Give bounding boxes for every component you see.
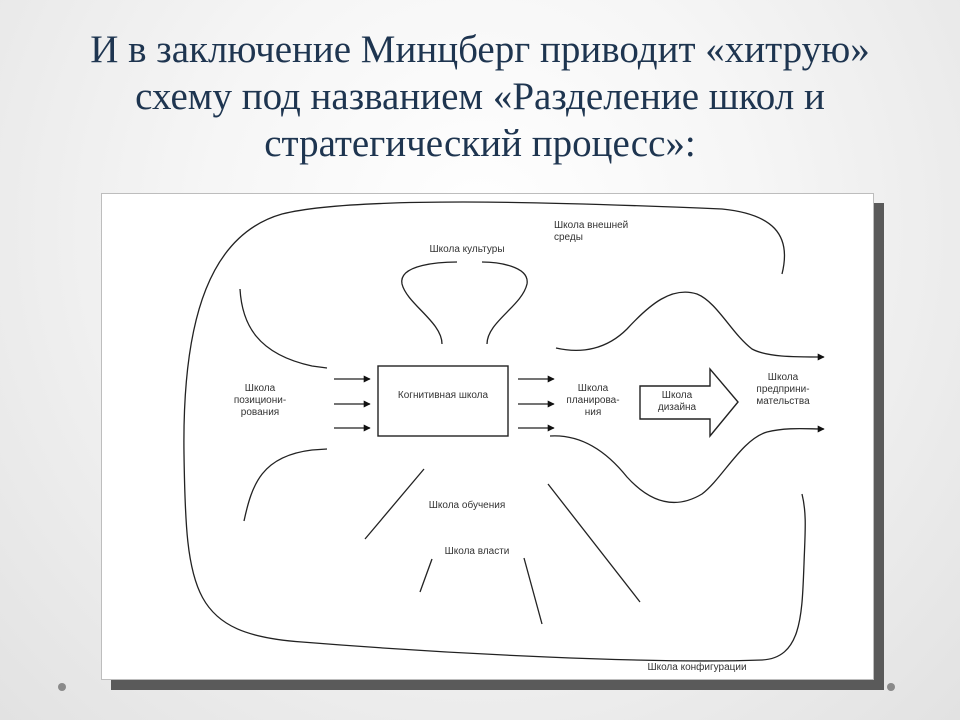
label-culture-school: Школа культуры xyxy=(429,244,505,255)
label-planning-school: Школа планирова- ния xyxy=(566,383,620,418)
schools-diagram xyxy=(183,201,825,662)
slide-title: И в заключение Минцберг приводит «хитрую… xyxy=(40,26,920,167)
positioning-curve-bottom xyxy=(243,448,328,522)
slide-nav-dot-right xyxy=(887,683,895,691)
label-entrepreneur-school: Школа предприни- мательства xyxy=(756,372,810,407)
label-cognitive-school: Когнитивная школа xyxy=(397,390,489,401)
configuration-boundary xyxy=(183,201,806,662)
label-power-school: Школа власти xyxy=(444,546,510,557)
diagram-frame: Школа внешней среды Школа культуры Когни… xyxy=(101,193,874,680)
power-line-left xyxy=(419,558,433,593)
title-line-2: схему под названием «Разделение школ и xyxy=(135,75,825,118)
culture-funnel-left xyxy=(401,261,458,345)
label-positioning-school: Школа позициони- рования xyxy=(233,383,287,418)
cognitive-box xyxy=(377,365,509,437)
learning-line-right xyxy=(547,483,641,603)
culture-funnel-right xyxy=(481,261,528,345)
label-external-school: Школа внешней среды xyxy=(554,220,629,243)
wave-lower xyxy=(549,425,825,504)
label-learning-school: Школа обучения xyxy=(428,500,506,511)
slide-nav-dot-left xyxy=(58,683,66,691)
positioning-curve-top xyxy=(239,288,328,369)
label-design-school: Школа дизайна xyxy=(657,390,697,413)
label-configuration-school: Школа конфигурации xyxy=(647,662,747,673)
design-block-arrow xyxy=(639,367,739,438)
power-line-right xyxy=(523,557,543,625)
title-line-1: И в заключение Минцберг приводит «хитрую… xyxy=(90,28,870,71)
learning-line-left xyxy=(364,468,425,540)
title-line-3: стратегический процесс»: xyxy=(264,122,696,165)
wave-upper xyxy=(555,291,825,361)
